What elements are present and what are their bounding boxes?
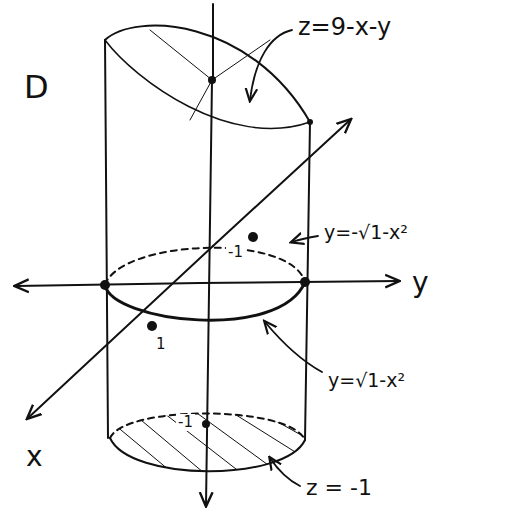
point	[147, 321, 157, 331]
bottom-hatching	[100, 408, 310, 478]
axis-value: -1	[226, 244, 245, 261]
leader-arrow	[292, 236, 318, 242]
point	[100, 280, 110, 290]
leader-arrow	[265, 322, 322, 372]
leader-arrow	[250, 30, 292, 100]
point	[208, 76, 216, 84]
surface-sketch-line	[150, 30, 270, 120]
surface-equation: z=9-x-y	[296, 14, 393, 40]
x-axis	[28, 246, 213, 418]
z-axis	[212, 4, 214, 80]
top-surface-edge	[105, 40, 310, 128]
point	[248, 232, 258, 242]
region-name: D	[22, 70, 51, 105]
surface-equation: z = -1	[304, 476, 374, 500]
leader-arrow	[270, 458, 300, 486]
axis-name: y	[410, 268, 431, 299]
points	[100, 76, 313, 428]
curve-equation: y=√1-x²	[326, 370, 407, 391]
y-axis	[200, 281, 398, 283]
axis-name: x	[24, 442, 45, 473]
bottom-disk-back	[110, 413, 305, 440]
top-surface-edge	[105, 26, 310, 122]
axis-value: 1	[154, 336, 168, 353]
axis-value: -1	[176, 414, 195, 431]
z-axis	[206, 80, 212, 505]
point	[307, 119, 313, 125]
point	[300, 277, 310, 287]
curve-equation: y=-√1-x²	[322, 222, 410, 243]
cylinder-side	[105, 40, 108, 438]
unit-circle-front	[105, 282, 305, 320]
point	[202, 420, 210, 428]
